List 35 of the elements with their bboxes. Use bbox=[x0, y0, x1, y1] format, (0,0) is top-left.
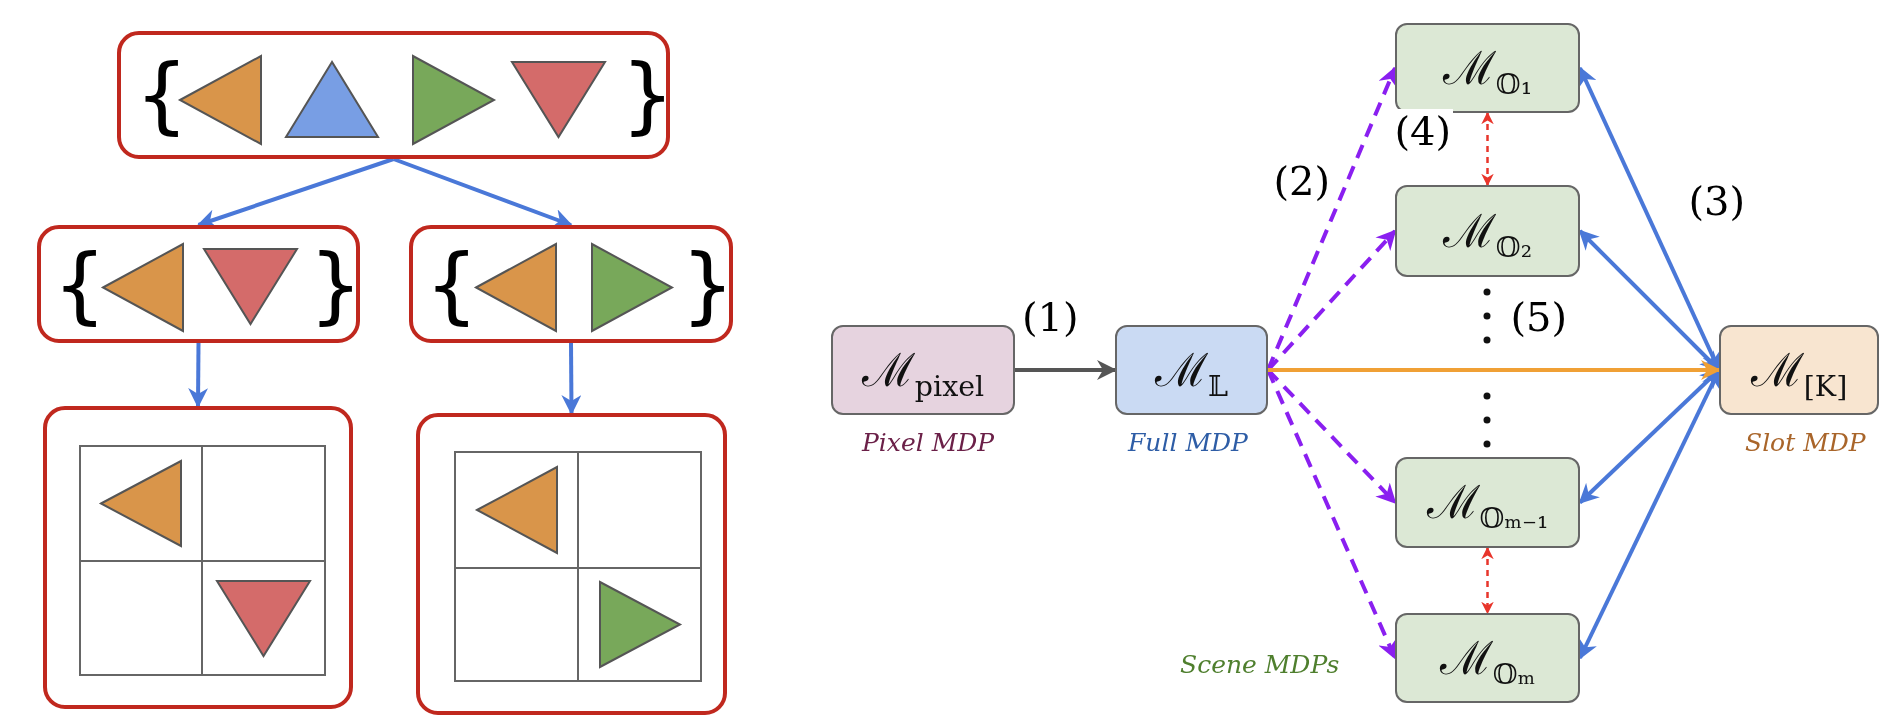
node-caption: Slot MDP bbox=[1745, 428, 1866, 457]
node-text: ℳ$_{𝕆₂}$ bbox=[1442, 202, 1533, 265]
brace: { bbox=[53, 243, 107, 327]
brace: } bbox=[621, 53, 675, 137]
mdp-box bbox=[1395, 613, 1580, 703]
node-text: ℳ$_{𝕃}$ bbox=[1154, 341, 1229, 404]
set-box bbox=[37, 225, 360, 343]
mdp-box bbox=[831, 325, 1015, 415]
node-caption: Pixel MDP bbox=[862, 428, 995, 457]
mdp-box bbox=[1395, 23, 1580, 113]
set-box bbox=[409, 225, 733, 343]
grid-panel bbox=[43, 406, 353, 709]
node-text: ℳ$_{𝕆ₘ₋₁}$ bbox=[1426, 474, 1549, 536]
brace: { bbox=[425, 243, 479, 327]
arrow bbox=[1268, 360, 1721, 380]
node-caption: Scene MDPs bbox=[1180, 650, 1340, 679]
arrow bbox=[561, 343, 582, 415]
brace: { bbox=[135, 53, 189, 137]
node-text: ℳ$_{[K]}$ bbox=[1750, 341, 1848, 404]
arrow bbox=[1481, 546, 1494, 615]
mdp-box bbox=[1115, 325, 1268, 415]
brace: } bbox=[681, 243, 735, 327]
mdp-box bbox=[1395, 457, 1580, 548]
arrow bbox=[1015, 360, 1117, 380]
node-text: ℳ$_{pixel}$ bbox=[861, 341, 985, 404]
mdp-box bbox=[1395, 185, 1580, 277]
arrow bbox=[1481, 111, 1494, 187]
brace: } bbox=[309, 243, 363, 327]
set-box bbox=[117, 31, 670, 159]
node-text: ℳ$_{𝕆₁}$ bbox=[1442, 39, 1533, 102]
arrow bbox=[188, 343, 209, 408]
node-caption: Full MDP bbox=[1128, 428, 1248, 457]
grid-panel bbox=[416, 413, 727, 715]
node-text: ℳ$_{𝕆ₘ}$ bbox=[1439, 629, 1536, 692]
mdp-box bbox=[1719, 325, 1879, 415]
